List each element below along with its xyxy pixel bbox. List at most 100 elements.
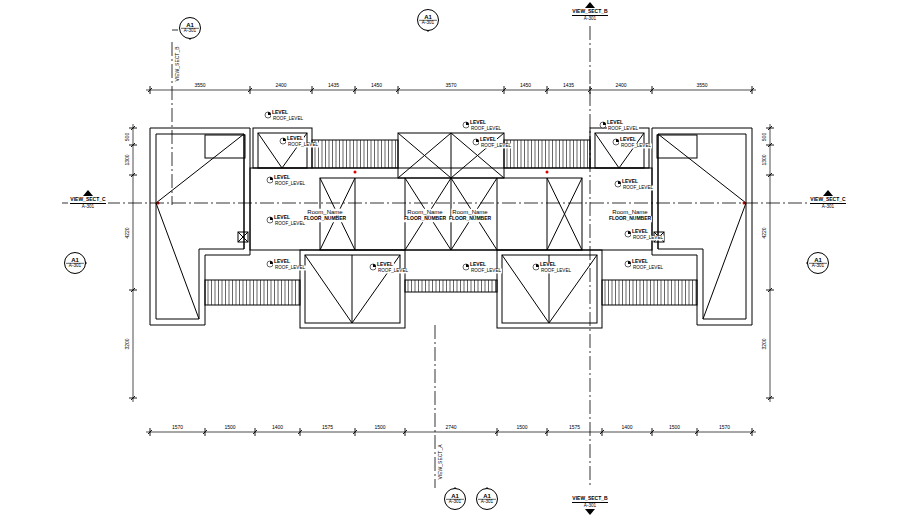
dimension-ticks	[129, 86, 774, 436]
room-number: FLOOR_NUMBER	[448, 216, 492, 222]
dimension-text: 2400	[274, 83, 287, 89]
dimension-text: 4220	[125, 226, 131, 239]
marker-symbol	[585, 2, 595, 8]
sheet-number: A-301	[572, 16, 607, 21]
marker-id: VIEW_SECT_B	[572, 496, 607, 503]
level-name: ROOF_LEVEL	[620, 143, 652, 148]
marker-symbol	[823, 190, 833, 196]
level-name: ROOF_LEVEL	[272, 116, 304, 121]
room-number: FLOOR_NUMBER	[608, 216, 652, 222]
room-name: Room_Name	[611, 209, 648, 216]
level-name: ROOF_LEVEL	[632, 235, 664, 240]
section-name: VIEW_SECT_A	[438, 443, 444, 480]
sheet-number: A-301	[422, 21, 434, 26]
marker-symbol	[585, 509, 595, 515]
roof-point	[157, 171, 746, 205]
level-name: ROOF_LEVEL	[632, 265, 664, 270]
section-line	[62, 26, 840, 488]
sheet-number: A-301	[69, 264, 81, 269]
section-marker: A1A-301	[416, 8, 440, 32]
section-name: VIEW_SECT_B	[175, 45, 181, 82]
sheet-number: A-301	[481, 500, 493, 505]
dimension-line	[133, 90, 770, 432]
level-name: ROOF_LEVEL	[470, 268, 502, 273]
dimension-text: 3570	[444, 83, 457, 89]
section-marker: A1A-301	[806, 251, 830, 275]
dimension-text: 2740	[444, 425, 457, 431]
marker-id: VIEW_SECT_B	[572, 9, 607, 16]
dimension-text: 500	[762, 131, 768, 141]
marker-symbol	[83, 190, 93, 196]
level-tag: LEVEL	[619, 137, 637, 143]
level-tag: LEVEL	[479, 137, 497, 143]
level-name: ROOF_LEVEL	[470, 126, 502, 131]
dimension-text: 1435	[562, 83, 575, 89]
room-name: Room_Name	[406, 209, 443, 216]
dimension-text: 1400	[271, 425, 284, 431]
level-tag: LEVEL	[273, 259, 291, 265]
building-outline	[150, 128, 752, 328]
level-symbol	[265, 112, 631, 270]
level-name: ROOF_LEVEL	[540, 268, 572, 273]
section-marker: A1A-301	[475, 487, 499, 511]
sheet-number: A-301	[810, 204, 845, 209]
level-name: ROOF_LEVEL	[274, 181, 306, 186]
level-tag: LEVEL	[286, 136, 304, 142]
dimension-text: 3200	[125, 337, 131, 350]
level-tag: LEVEL	[376, 262, 394, 268]
level-tag: LEVEL	[621, 179, 639, 185]
sheet-number: A-301	[812, 264, 824, 269]
dimension-text: 4220	[762, 226, 768, 239]
room-name: Room_Name	[306, 209, 343, 216]
level-name: ROOF_LEVEL	[274, 221, 306, 226]
dimension-text: 500	[125, 131, 131, 141]
elevation-tag: VIEW_SECT_BA-301	[570, 8, 609, 22]
level-name: ROOF_LEVEL	[607, 126, 639, 131]
dimension-text: 1575	[568, 425, 581, 431]
balcony-hatch	[205, 140, 697, 305]
balcony-hatch	[312, 140, 398, 168]
dimension-text: 3550	[695, 83, 708, 89]
dimension-text: 1300	[125, 153, 131, 166]
level-tag: LEVEL	[631, 259, 649, 265]
level-name: ROOF_LEVEL	[274, 265, 306, 270]
marker-id: VIEW_SECT_C	[70, 197, 105, 204]
balcony-hatch	[504, 140, 590, 168]
level-tag: LEVEL	[469, 262, 487, 268]
level-tag: LEVEL	[271, 110, 289, 116]
elevation-tag: VIEW_SECT_CA-301	[68, 196, 107, 210]
level-tag: LEVEL	[606, 120, 624, 126]
balcony-hatch	[602, 280, 697, 305]
level-tag: LEVEL	[273, 215, 291, 221]
dimension-text: 1435	[327, 83, 340, 89]
section-marker: A1A-301	[443, 487, 467, 511]
dimension-text: 1570	[718, 425, 731, 431]
section-marker: A1A-301	[178, 16, 202, 40]
section-marker: A1A-301	[63, 251, 87, 275]
balcony-hatch	[405, 280, 497, 292]
level-name: ROOF_LEVEL	[622, 185, 654, 190]
dimension-text: 1300	[762, 153, 768, 166]
sheet-number: A-301	[572, 503, 607, 508]
dimension-text: 3200	[762, 337, 768, 350]
level-name: ROOF_LEVEL	[377, 268, 409, 273]
dimension-text: 1500	[373, 425, 386, 431]
room-number: FLOOR_NUMBER	[303, 216, 347, 222]
elevation-tag: VIEW_SECT_CA-301	[808, 196, 847, 210]
dimension-text: 1400	[620, 425, 633, 431]
level-tag: LEVEL	[273, 175, 291, 181]
dimension-text: 1575	[321, 425, 334, 431]
dimension-text: 2400	[614, 83, 627, 89]
dimension-text: 1500	[668, 425, 681, 431]
level-tag: LEVEL	[631, 229, 649, 235]
room-number: FLOOR_NUMBER	[403, 216, 447, 222]
dimension-text: 1500	[515, 425, 528, 431]
dimension-text: 1570	[171, 425, 184, 431]
level-name: ROOF_LEVEL	[287, 142, 319, 147]
dimension-text: 1450	[519, 83, 532, 89]
elevation-tag: VIEW_SECT_BA-301	[570, 495, 609, 509]
dimension-text: 3550	[193, 83, 206, 89]
marker-id: VIEW_SECT_C	[810, 197, 845, 204]
level-tag: LEVEL	[469, 120, 487, 126]
